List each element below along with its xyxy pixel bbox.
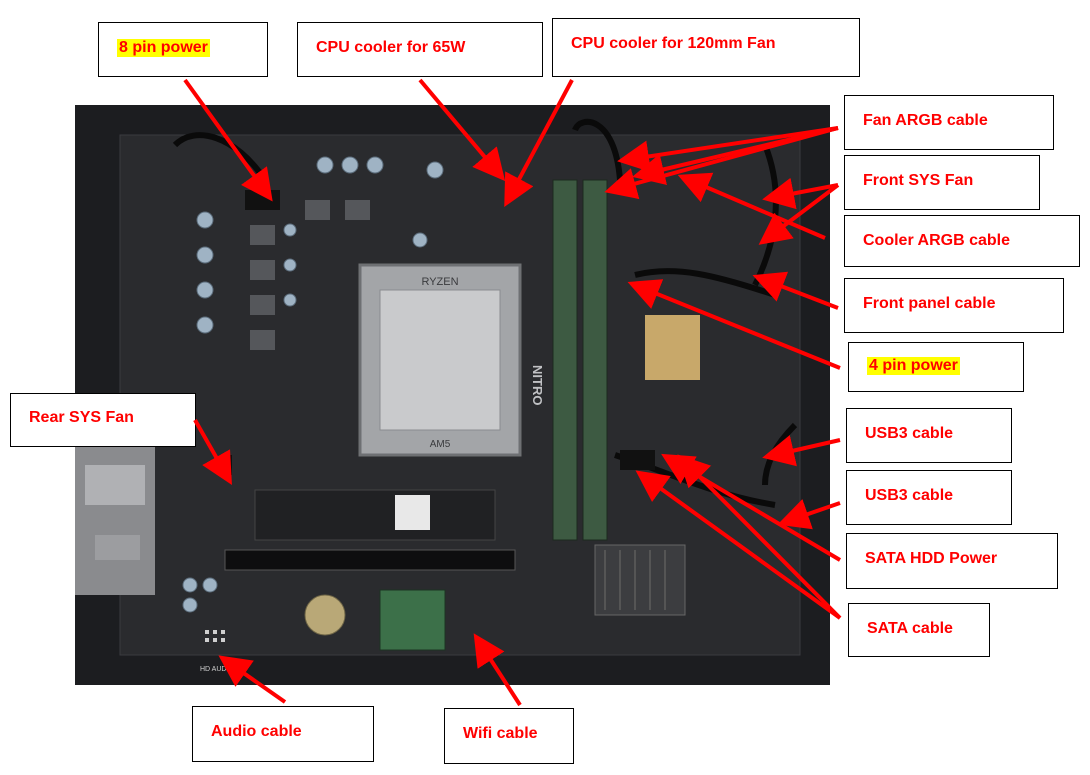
callout-sata-cable: SATA cable <box>848 603 990 657</box>
callout-cpu-cooler-65w: CPU cooler for 65W <box>297 22 543 77</box>
socket-text: AM5 <box>430 439 451 450</box>
callout-cooler-argb: Cooler ARGB cable <box>844 215 1080 267</box>
cmos-battery <box>304 594 346 636</box>
label-wifi-cable: Wifi cable <box>463 725 538 742</box>
callout-wifi-cable: Wifi cable <box>444 708 574 764</box>
m2-shield <box>645 315 700 380</box>
chipset-heatsink <box>594 544 686 616</box>
sata-connector <box>620 450 655 470</box>
cpu-brand-text: RYZEN <box>421 276 458 288</box>
callout-sata-hdd-power: SATA HDD Power <box>846 533 1058 589</box>
vrm-chokes <box>250 200 370 350</box>
callout-usb3-a: USB3 cable <box>846 408 1012 463</box>
label-cpu-cooler-65w: CPU cooler for 65W <box>316 39 466 56</box>
callout-fan-argb: Fan ARGB cable <box>844 95 1054 150</box>
label-cooler-argb: Cooler ARGB cable <box>863 232 1010 249</box>
callout-usb3-b: USB3 cable <box>846 470 1012 525</box>
label-cpu-cooler-120mm: CPU cooler for 120mm Fan <box>571 35 776 52</box>
callout-4-pin-power: 4 pin power <box>848 342 1024 392</box>
board-brand-text: NITRO <box>530 365 545 405</box>
ssd-label <box>395 495 430 530</box>
callout-rear-sys-fan: Rear SYS Fan <box>10 393 196 447</box>
pcie-slot <box>224 549 516 571</box>
hd-audio-text: HD AUDIO <box>200 666 234 673</box>
label-audio-cable: Audio cable <box>211 723 302 740</box>
label-front-sys-fan: Front SYS Fan <box>863 172 974 189</box>
label-sata-cable: SATA cable <box>867 620 953 637</box>
wifi-card <box>379 589 446 651</box>
ram-stick-2 <box>582 179 608 541</box>
label-8-pin-power: 8 pin power <box>117 39 210 57</box>
label-usb3-b: USB3 cable <box>865 487 954 504</box>
label-fan-argb: Fan ARGB cable <box>863 112 988 129</box>
ram-stick-1 <box>552 179 578 541</box>
label-rear-sys-fan: Rear SYS Fan <box>29 409 134 426</box>
callout-cpu-cooler-120mm: CPU cooler for 120mm Fan <box>552 18 860 77</box>
callout-audio-cable: Audio cable <box>192 706 374 762</box>
callout-front-panel: Front panel cable <box>844 278 1064 333</box>
label-usb3-a: USB3 cable <box>865 425 954 442</box>
label-sata-hdd-power: SATA HDD Power <box>865 550 998 567</box>
hd-audio-header <box>205 630 225 642</box>
m2-ssd <box>254 489 496 541</box>
rear-fan-header <box>220 455 232 475</box>
label-front-panel: Front panel cable <box>863 295 996 312</box>
label-4-pin-power: 4 pin power <box>867 357 960 375</box>
callout-front-sys-fan: Front SYS Fan <box>844 155 1040 210</box>
callout-8-pin-power: 8 pin power <box>98 22 268 77</box>
cpu-8pin-connector <box>245 190 280 210</box>
cpu-ihs <box>379 289 501 431</box>
